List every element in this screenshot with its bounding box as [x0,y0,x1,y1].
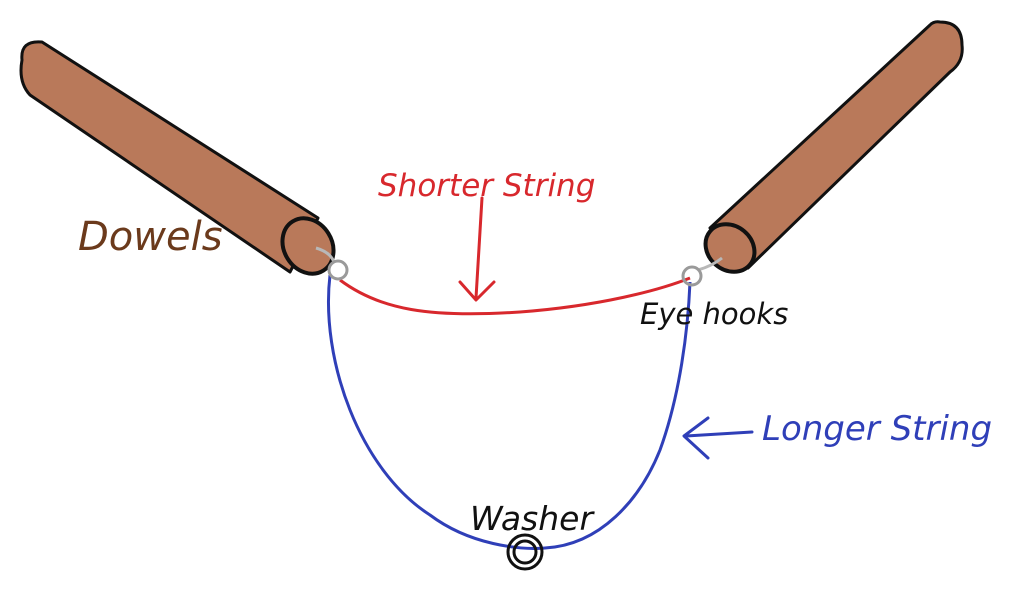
washer-label: Washer [470,499,595,538]
longer-string-label: Longer String [762,409,992,449]
right-dowel-body [708,20,964,270]
shorter-string-label: Shorter String [378,168,595,204]
longer-string-arrow [682,416,754,460]
longer-string [327,274,692,550]
left-eye-hook [327,259,349,281]
shorter-string [339,276,691,316]
dowels-label: Dowels [78,214,223,260]
left-dowel [19,40,336,276]
washer [506,533,544,571]
eye-hooks-label: Eye hooks [640,297,788,331]
right-dowel [703,20,964,274]
right-eye-hook-wire [697,256,723,272]
right-eye-hook [681,265,703,287]
washer-inner-ring [512,539,538,565]
washer-outer-ring [506,533,544,571]
left-dowel-end [280,216,336,276]
left-eye-hook-wire [315,246,336,263]
shorter-string-arrow [458,196,496,302]
